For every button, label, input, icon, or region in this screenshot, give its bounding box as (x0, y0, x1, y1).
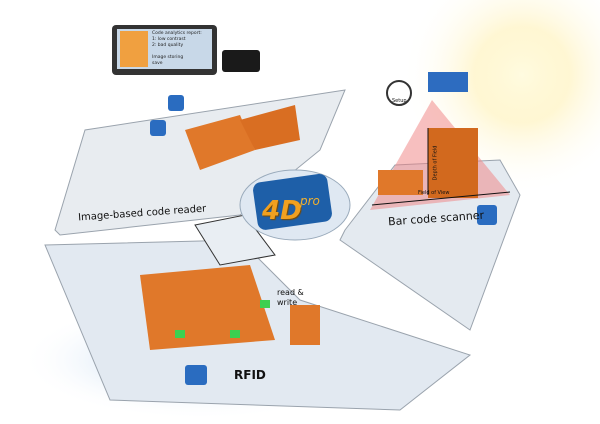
rfid-tag (230, 330, 240, 338)
logo-pro: pro (300, 194, 320, 208)
barcode-scanner-device (428, 72, 468, 92)
read-write-label: read & write (277, 288, 304, 307)
barcode-icon (477, 205, 497, 225)
stopwatch-icon (386, 80, 412, 106)
box (185, 115, 255, 170)
box (378, 170, 423, 195)
camera-reader (222, 50, 260, 72)
rfid-tag (175, 330, 185, 338)
depth-of-field-label: Depth of Field (432, 145, 439, 181)
rfid-icon (185, 365, 207, 385)
report-storing: Image storing (152, 55, 184, 60)
rfid-tag (260, 300, 270, 308)
report-save: save (152, 61, 163, 66)
field-of-view-label: Field of View (418, 190, 450, 196)
report-line: 1: low contrast (152, 37, 186, 42)
report-line: 2: bad quality (152, 43, 184, 48)
app-icon (168, 95, 184, 111)
box (428, 128, 478, 198)
code-image (120, 31, 148, 67)
box (240, 105, 300, 150)
field-of-view-arrow (371, 191, 511, 206)
rfid-reader-device (194, 214, 276, 266)
4dpro-logo-badge (253, 173, 332, 230)
setup-label: Setup (392, 98, 407, 104)
app-icon (150, 120, 166, 136)
box (290, 305, 320, 345)
rfid-boxes (140, 265, 275, 350)
report-title: Code analytics report: (152, 31, 202, 36)
code-analytics-report: Code analytics report: 1: low contrast 2… (152, 31, 202, 67)
logo-4d: 4D (262, 196, 302, 226)
rfid-label: RFID (234, 368, 266, 382)
